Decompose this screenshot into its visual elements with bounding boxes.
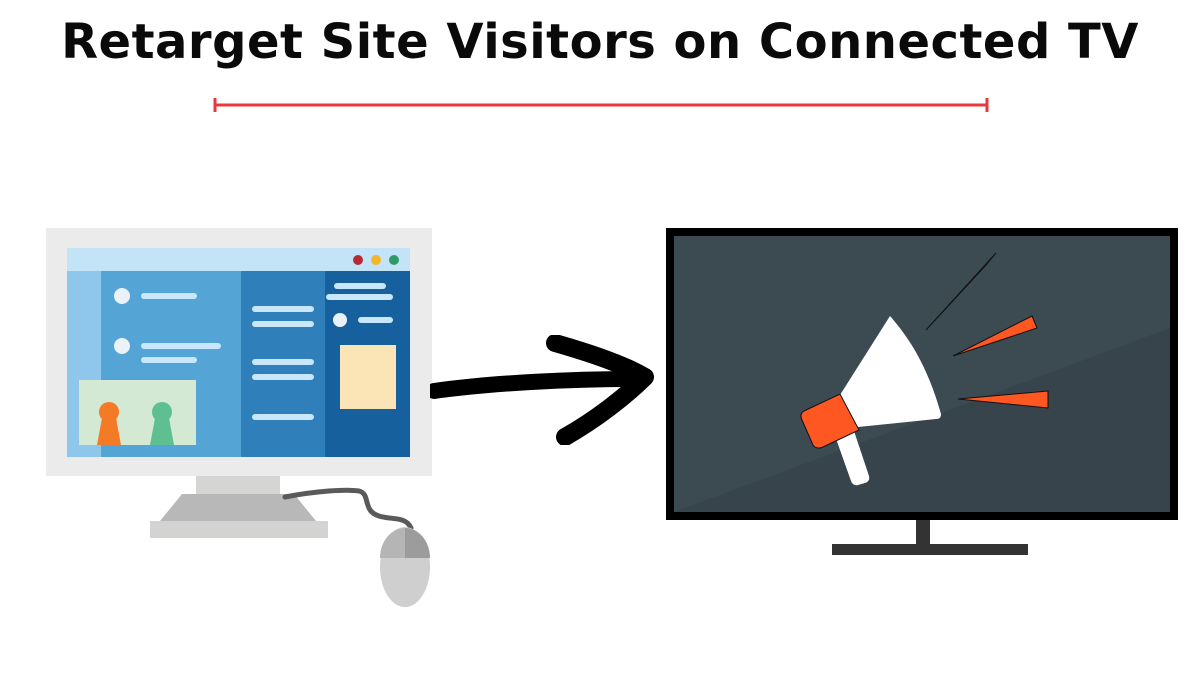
megaphone-icon bbox=[800, 252, 1049, 486]
desktop-computer-illustration bbox=[46, 228, 446, 613]
people-icon bbox=[79, 380, 196, 445]
title-underline bbox=[213, 96, 989, 114]
connected-tv-illustration bbox=[666, 228, 1182, 560]
page-title: Retarget Site Visitors on Connected TV bbox=[61, 14, 1139, 70]
arrow-right-icon bbox=[430, 335, 655, 445]
mouse-icon bbox=[282, 487, 430, 607]
